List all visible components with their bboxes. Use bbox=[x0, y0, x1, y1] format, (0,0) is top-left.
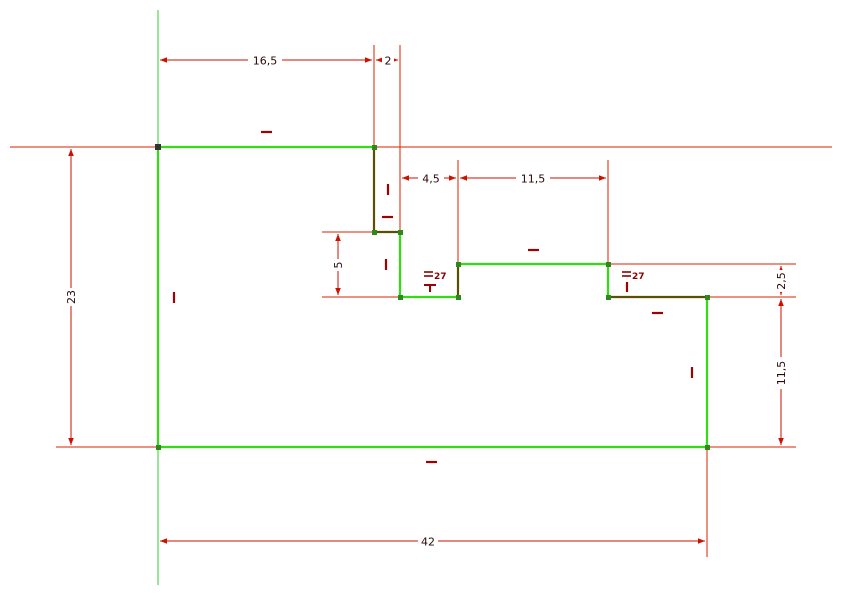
equal-constraint-left-label: 27 bbox=[434, 272, 447, 282]
dim-2-label: 2 bbox=[385, 55, 392, 68]
dim-23-label: 23 bbox=[65, 290, 78, 304]
point-p5 bbox=[456, 295, 461, 300]
dim-42-label: 42 bbox=[421, 536, 435, 549]
dim-11-5-top-label: 11,5 bbox=[521, 173, 546, 186]
point-origin bbox=[155, 144, 161, 150]
point-p11 bbox=[156, 445, 161, 450]
point-p3 bbox=[398, 230, 403, 235]
equal-constraint-left: 27 bbox=[424, 271, 447, 292]
point-p9 bbox=[705, 295, 710, 300]
geometric-constraints bbox=[172, 130, 694, 464]
dimension-lines[interactable] bbox=[68, 57, 784, 544]
dim-2-5-label: 2,5 bbox=[775, 272, 788, 290]
point-p10 bbox=[705, 445, 710, 450]
sketch-points[interactable] bbox=[155, 144, 710, 450]
point-p8 bbox=[606, 295, 611, 300]
point-p2 bbox=[372, 230, 377, 235]
dim-4-5-label: 4,5 bbox=[422, 173, 440, 186]
sketch-profile[interactable] bbox=[156, 145, 709, 449]
equal-constraint-right: 27 bbox=[622, 271, 645, 282]
dim-16-5-label: 16,5 bbox=[253, 55, 278, 68]
dim-5-label: 5 bbox=[332, 262, 345, 269]
construction-lines bbox=[10, 45, 832, 557]
point-p6 bbox=[456, 262, 461, 267]
point-p7 bbox=[606, 262, 611, 267]
dim-11-5-right-label: 11,5 bbox=[775, 361, 788, 386]
equal-constraint-right-label: 27 bbox=[632, 272, 645, 282]
point-p4 bbox=[398, 295, 403, 300]
point-p1 bbox=[372, 145, 377, 150]
dimension-labels[interactable]: 16,5 2 4,5 11,5 23 5 2,5 11,5 42 bbox=[64, 53, 788, 549]
